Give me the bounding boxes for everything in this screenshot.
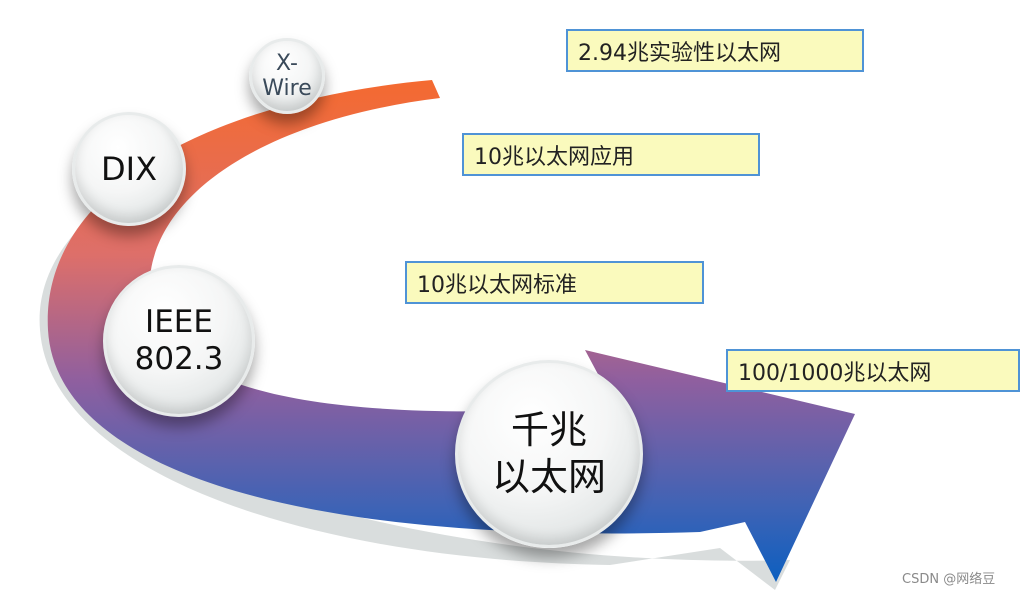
- node-xwire-label: X-Wire: [262, 51, 312, 101]
- node-ieee-label: IEEE 802.3: [134, 303, 224, 377]
- label-10m-ethernet-application-text: 10兆以太网应用: [474, 144, 634, 170]
- node-dix: DIX: [72, 112, 186, 226]
- label-10m-ethernet-application: 10兆以太网应用: [462, 133, 760, 176]
- label-10m-ethernet-standard: 10兆以太网标准: [405, 261, 704, 304]
- label-100-1000m-ethernet-text: 100/1000兆以太网: [738, 360, 932, 386]
- node-gigabit-ethernet: 千兆 以太网: [455, 360, 643, 548]
- label-experimental-ethernet: 2.94兆实验性以太网: [566, 29, 864, 72]
- label-100-1000m-ethernet: 100/1000兆以太网: [726, 349, 1020, 392]
- watermark: CSDN @网络豆: [902, 572, 996, 587]
- label-10m-ethernet-standard-text: 10兆以太网标准: [417, 272, 577, 298]
- label-experimental-ethernet-text: 2.94兆实验性以太网: [578, 40, 781, 66]
- node-ieee-802-3: IEEE 802.3: [103, 265, 255, 417]
- node-gigabit-label: 千兆 以太网: [491, 407, 606, 500]
- node-xwire: X-Wire: [249, 38, 325, 114]
- node-dix-label: DIX: [101, 150, 157, 188]
- arrow-body: [47, 80, 855, 582]
